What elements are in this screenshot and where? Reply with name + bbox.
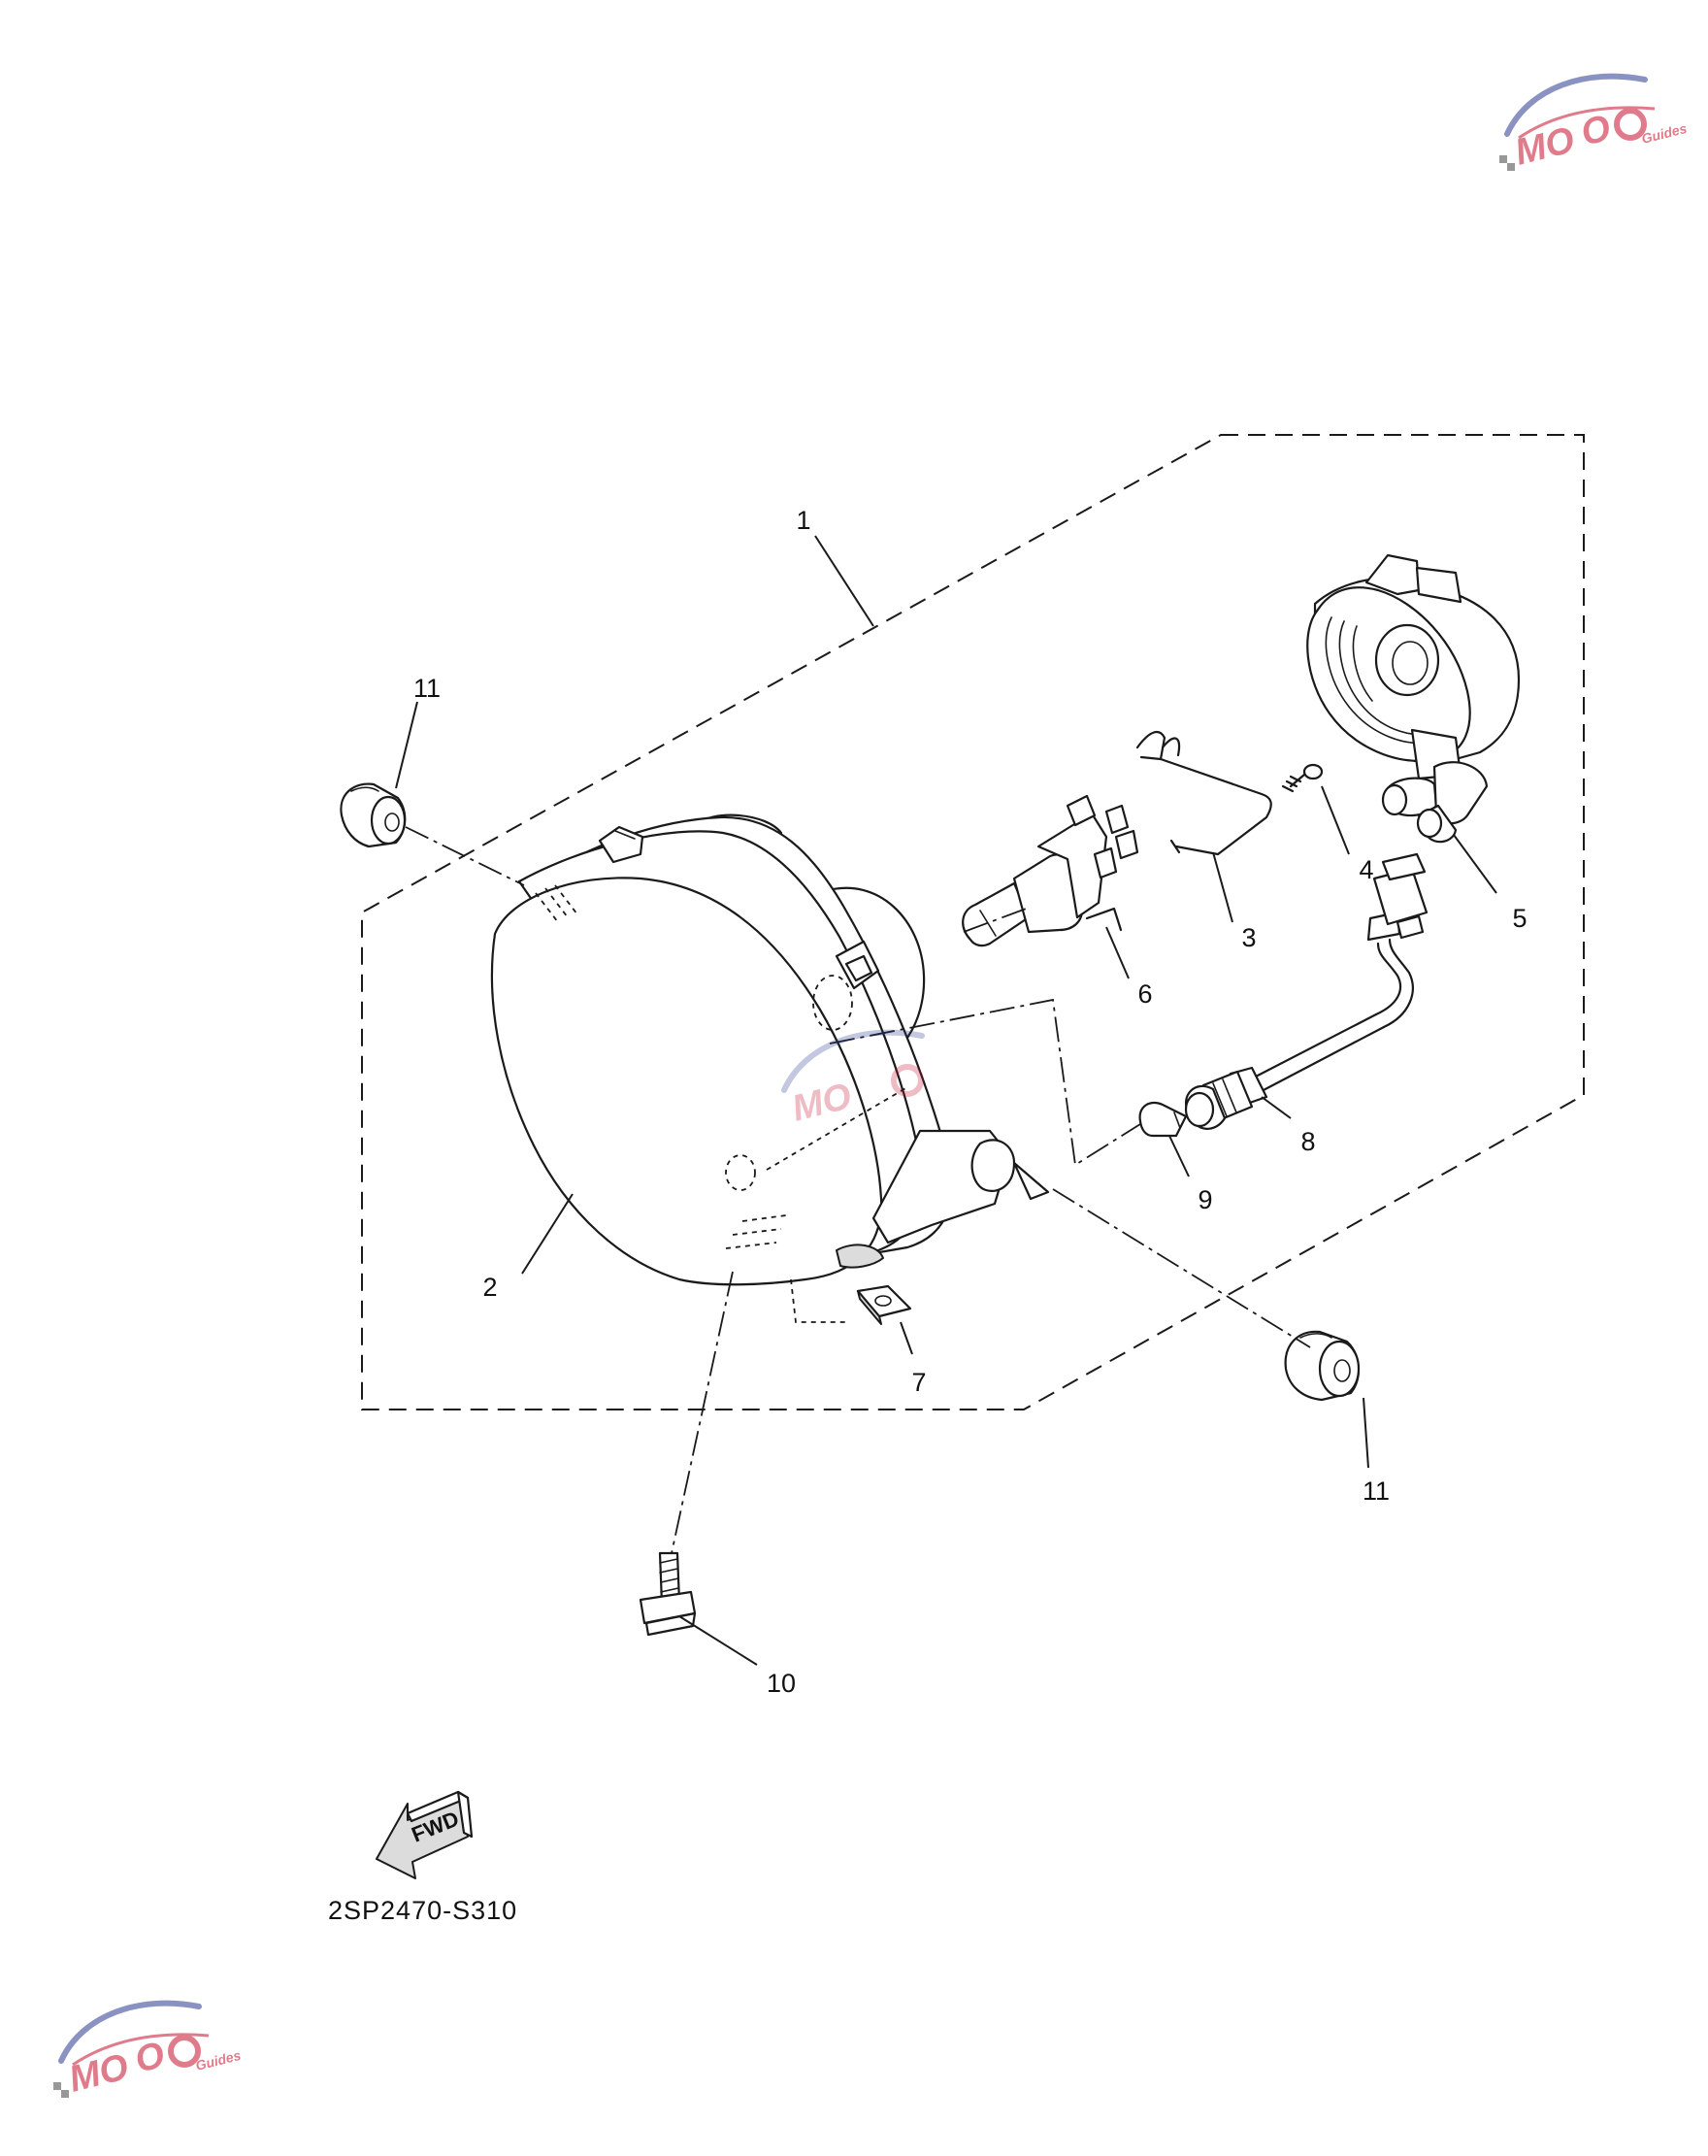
- nut: [856, 1284, 912, 1325]
- forward-arrow: FWD: [376, 1790, 474, 1879]
- callout-8: 8: [1300, 1127, 1315, 1156]
- callout-1: 1: [796, 506, 810, 535]
- callout-4: 4: [1359, 855, 1373, 884]
- callout-9: 9: [1198, 1185, 1212, 1214]
- svg-text:MO: MO: [65, 2046, 133, 2101]
- svg-text:Guides: Guides: [194, 2047, 243, 2073]
- callout-labels: 1 2 3 4 5 6 7 8 9 10 11 11: [413, 506, 1527, 1698]
- svg-text:MO: MO: [1511, 119, 1579, 174]
- bolt: [639, 1551, 697, 1637]
- headlight-unit: [490, 813, 1016, 1323]
- gear-icon: [1614, 108, 1647, 141]
- headlamp-bulb: [962, 794, 1139, 947]
- callout-11-lower: 11: [1363, 1476, 1390, 1506]
- watermark-logo: MO O Guides: [1499, 73, 1689, 174]
- grommet-upper: [340, 782, 407, 848]
- leader-lines: [395, 535, 1497, 1666]
- svg-text:O: O: [131, 2035, 169, 2081]
- callout-5: 5: [1512, 904, 1527, 933]
- part-code: 2SP2470-S310: [328, 1896, 517, 1925]
- rear-socket-cover: [1306, 553, 1521, 844]
- callout-7: 7: [911, 1368, 926, 1397]
- assembly-outline: [361, 434, 1585, 1410]
- callout-2: 2: [482, 1273, 497, 1302]
- callout-10: 10: [767, 1669, 796, 1698]
- callout-6: 6: [1137, 979, 1152, 1009]
- grommet-lower: [1284, 1330, 1361, 1402]
- bulb-retaining-spring: [1135, 730, 1272, 856]
- position-lamp-socket: [1184, 852, 1429, 1130]
- swoosh-icon: [1504, 73, 1648, 137]
- callout-3: 3: [1241, 923, 1256, 952]
- callout-11-upper: 11: [413, 674, 441, 703]
- svg-text:O: O: [1577, 108, 1615, 154]
- screw: [1281, 763, 1324, 793]
- watermark-logo-bottom: MO O Guides: [53, 2000, 243, 2101]
- position-lamp-bulb: [1138, 1101, 1188, 1138]
- svg-text:Guides: Guides: [1640, 120, 1689, 147]
